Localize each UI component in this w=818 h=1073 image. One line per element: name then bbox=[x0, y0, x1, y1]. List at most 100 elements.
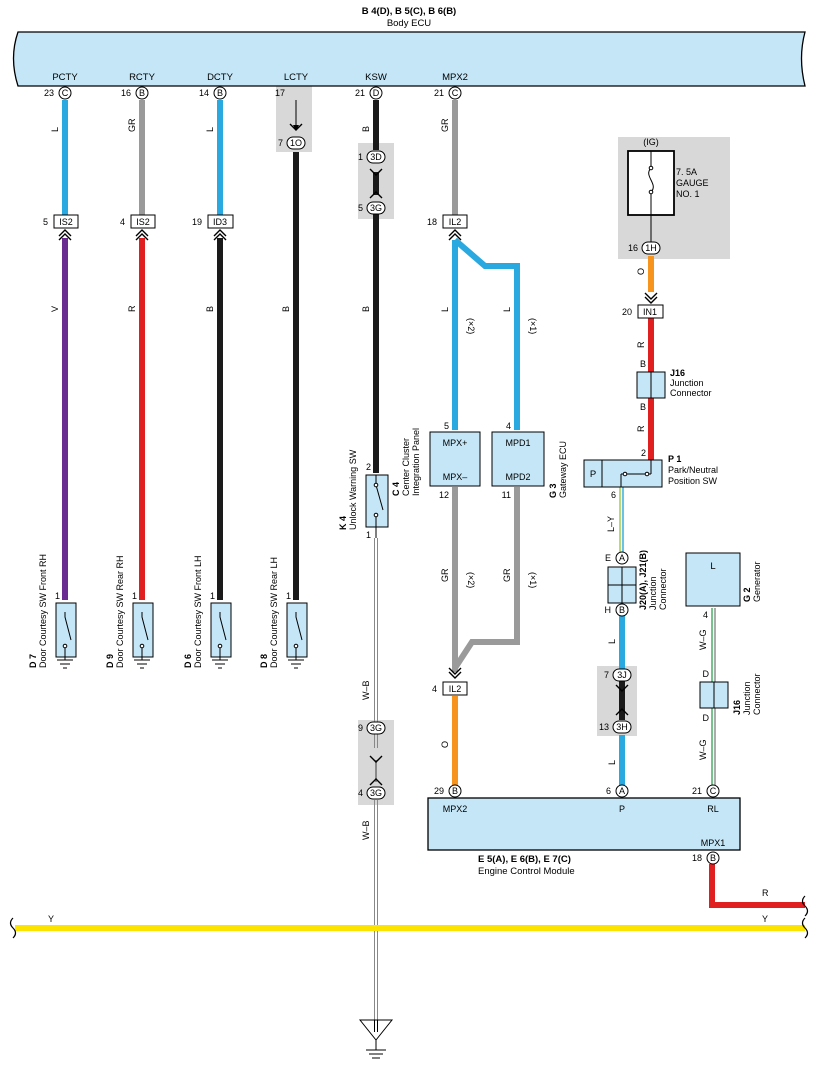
pin-dcty-circle bbox=[213, 86, 227, 100]
center-cluster-name2: Integration Panel bbox=[411, 428, 421, 496]
switch-d8: 1 D 8 Door Courtesy SW Rear LH bbox=[259, 557, 308, 669]
wl-y-left: Y bbox=[48, 914, 54, 924]
wl-o-gauge: O bbox=[636, 268, 646, 275]
park-sw-name1: Park/Neutral bbox=[668, 465, 718, 475]
unlock-sw-box bbox=[365, 474, 389, 528]
j16a-name1: Junction bbox=[670, 378, 704, 388]
conn-in1-code: IN1 bbox=[643, 307, 657, 317]
conn-3h-code: 3H bbox=[616, 722, 628, 732]
break-y-right bbox=[801, 917, 809, 939]
conn-id3-box bbox=[207, 214, 234, 229]
fuse-line3: NO. 1 bbox=[676, 189, 700, 199]
generator-box bbox=[685, 552, 741, 607]
chevron-1o bbox=[289, 123, 303, 131]
junction-j16-top: B B J16 Junction Connector bbox=[636, 359, 712, 412]
wl-ksw-bot2: W–B bbox=[361, 820, 371, 840]
chevron-il2a bbox=[448, 229, 462, 241]
conn-3j bbox=[612, 668, 632, 682]
center-cluster-pin-top: 5 bbox=[444, 421, 449, 431]
conn-1h-num: 16 bbox=[628, 243, 638, 253]
j20-conn-top: A bbox=[619, 553, 625, 563]
conn-il2b-code: IL2 bbox=[449, 684, 462, 694]
j20-pin-bot: H bbox=[605, 605, 612, 615]
ecm-pin-p-conn: A bbox=[619, 786, 625, 796]
pin-label-mpx2: MPX2 bbox=[442, 72, 468, 83]
conn-id3-code: ID3 bbox=[213, 217, 227, 227]
chevron-3h bbox=[615, 708, 629, 716]
fuse-contact-top bbox=[648, 165, 654, 171]
ecm-pin-mpx2-conn: B bbox=[452, 786, 458, 796]
wl-mpx-l1: L bbox=[502, 307, 512, 312]
engine-control-module: B 29 MPX2 A 6 P C 21 RL MPX1 B 18 E 5(A)… bbox=[427, 784, 741, 877]
j16b-name1: Junction bbox=[742, 681, 752, 715]
chevron-3g-a bbox=[369, 191, 383, 199]
connector-chevrons bbox=[58, 123, 658, 786]
wl-gr1: GR bbox=[502, 568, 512, 582]
pin-ksw-conn: D bbox=[373, 88, 380, 98]
fuse-line1: 7. 5A bbox=[676, 167, 697, 177]
park-sw-contact-a bbox=[622, 471, 628, 477]
pin-mpx2-num: 21 bbox=[434, 88, 444, 98]
conn-3g-b-code: 3G bbox=[370, 723, 382, 733]
wl-ksw-mid: B bbox=[361, 306, 371, 312]
wl-note2-top: (×2) bbox=[466, 318, 476, 334]
generator-pin: 4 bbox=[703, 610, 708, 620]
switch-d8-contact bbox=[293, 643, 299, 649]
ecm-pin-rl-circle bbox=[706, 784, 720, 798]
oval-connectors: 1O 7 3D 1 3G 5 3G 9 3G 4 1H 16 3J 7 3H 1… bbox=[278, 136, 661, 800]
conn-1o bbox=[286, 136, 306, 150]
body-ecu-name: Body ECU bbox=[387, 18, 431, 29]
unlock-sw-pin-bot: 1 bbox=[366, 530, 371, 540]
gateway-term-bot: MPD2 bbox=[505, 472, 530, 482]
conn-in1-box bbox=[637, 304, 664, 319]
park-sw-pin-bot: 6 bbox=[611, 490, 616, 500]
switch-d7-pin: 1 bbox=[55, 591, 60, 601]
pin-pcty-circle bbox=[58, 86, 72, 100]
chevron-il2b bbox=[448, 667, 462, 679]
j20-name2: Connector bbox=[658, 568, 668, 610]
switch-d6-name: Door Courtesy SW Front LH bbox=[193, 555, 203, 668]
wl-wg1: W–G bbox=[698, 629, 708, 650]
switch-d7-name: Door Courtesy SW Front RH bbox=[38, 554, 48, 668]
j20-circle-top bbox=[615, 551, 629, 565]
switch-d7-contact bbox=[62, 643, 68, 649]
wl-rcty-bot: R bbox=[127, 305, 137, 312]
ecm-pin-rl-num: 21 bbox=[692, 786, 702, 796]
conn-3d-num: 1 bbox=[358, 152, 363, 162]
conn-3d bbox=[366, 150, 386, 164]
conn-3h-num: 13 bbox=[599, 722, 609, 732]
park-sw-pin-top: 2 bbox=[641, 448, 646, 458]
ecm-pin-p-label: P bbox=[619, 804, 625, 814]
switch-d9-name: Door Courtesy SW Rear RH bbox=[115, 555, 125, 668]
conn-3g-a-code: 3G bbox=[370, 203, 382, 213]
j16b-pin-bot: D bbox=[703, 713, 710, 723]
ecm-pin-mpx2-label: MPX2 bbox=[443, 804, 468, 814]
conn-1o-code: 1O bbox=[290, 138, 302, 148]
break-marks bbox=[9, 895, 809, 939]
ecm-pin-mpx2-num: 29 bbox=[434, 786, 444, 796]
j16b-code: J16 bbox=[732, 700, 742, 715]
chevron-dcty bbox=[213, 229, 227, 241]
unlock-sw-contact-b bbox=[373, 512, 379, 518]
break-r-right bbox=[801, 895, 809, 917]
wl-l-p: L bbox=[607, 639, 617, 644]
j20-conn-bot: B bbox=[619, 605, 625, 615]
chevron-3g-b bbox=[369, 755, 383, 763]
chevron-3j bbox=[615, 684, 629, 692]
wire-labels: L V GR R L B B B B W–B W–B GR L (×2) L (… bbox=[48, 118, 769, 924]
wl-mpx-l2: L bbox=[440, 307, 450, 312]
wire-r-ecm bbox=[709, 864, 805, 908]
ecm-pin-p-circle bbox=[615, 784, 629, 798]
wl-ly: L–Y bbox=[606, 516, 616, 532]
ecm-pin-p-num: 6 bbox=[606, 786, 611, 796]
ecm-name: Engine Control Module bbox=[478, 866, 575, 877]
switch-d6: 1 D 6 Door Courtesy SW Front LH bbox=[183, 555, 232, 669]
conn-id3-num: 19 bbox=[192, 217, 202, 227]
fuse-contact-bot bbox=[648, 189, 654, 195]
conn-3g-b bbox=[366, 721, 386, 735]
chevron-pcty bbox=[58, 229, 72, 241]
center-cluster-labels: C 4 Center Cluster Integration Panel bbox=[391, 428, 421, 496]
center-cluster-term-bot: MPX– bbox=[443, 472, 468, 482]
gateway-pin-bot: 11 bbox=[502, 490, 511, 500]
